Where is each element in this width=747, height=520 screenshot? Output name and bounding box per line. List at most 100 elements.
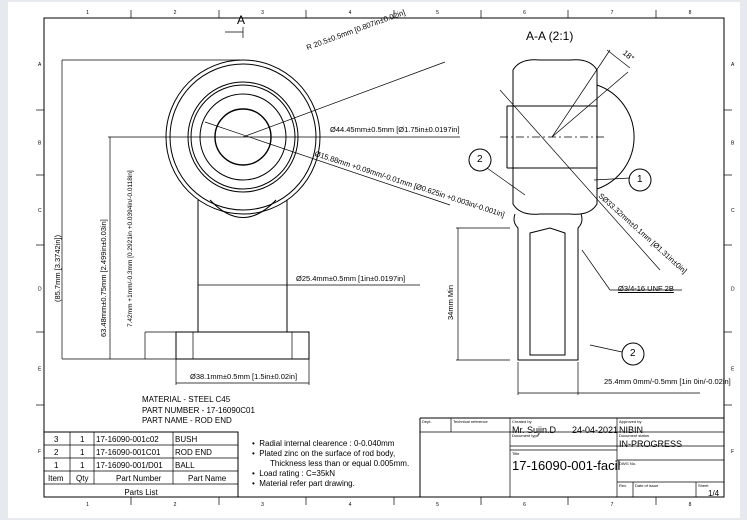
note-1: • Radial internal clearence : 0-0.040mm: [252, 439, 395, 448]
row-label: B: [731, 141, 735, 147]
part-number-cell: 17-16090-001c02: [96, 435, 159, 444]
part-number-cell: 17-16090-001C01: [96, 448, 161, 457]
date-of-issue-label: Date of issue: [635, 483, 659, 488]
dept-label: Dept.: [422, 419, 432, 424]
row-label: D: [38, 287, 42, 293]
rev-label: Rev.: [619, 483, 627, 488]
general-notes: • Radial internal clearence : 0-0.040mm …: [252, 439, 409, 489]
dim-outer-dia: Ø44.45mm±0.5mm [Ø1.75in±0.0197in]: [330, 125, 460, 134]
note-2: • Plated zinc on the surface of rod body…: [252, 449, 396, 458]
part-number-line: PART NUMBER - 17-16090C01: [142, 405, 255, 415]
sheet-number: 1/4: [708, 489, 720, 498]
balloon-2a: [468, 148, 492, 172]
balloon-1: [628, 168, 652, 192]
column-label: 3: [261, 502, 264, 508]
drawing-title: 17-16090-001-facil: [512, 458, 621, 473]
doc-status: IN-PROGRESS: [619, 439, 683, 449]
row-label: B: [38, 141, 42, 147]
column-label: 3: [261, 10, 264, 16]
sheet-label: Sheet: [698, 483, 709, 488]
tech-ref-label: Technical reference: [453, 419, 488, 424]
column-label: 5: [436, 502, 439, 508]
column-label: 4: [349, 502, 352, 508]
item-cell: 2: [54, 448, 59, 457]
item-cell: 1: [54, 461, 59, 470]
column-label: 8: [689, 502, 692, 508]
dim-width: 25.4mm 0mm/-0.5mm [1in 0in/-0.02in]: [604, 377, 731, 386]
column-label: 5: [436, 10, 439, 16]
column-label: 8: [689, 10, 692, 16]
part-name-cell: ROD END: [175, 448, 212, 457]
parts-list-title: Parts List: [124, 488, 158, 497]
dia-leader-15: [204, 121, 451, 206]
dwg-no-label: DWG No.: [619, 461, 637, 466]
row-label: A: [38, 62, 42, 68]
row-label: A: [731, 62, 735, 68]
dim-center-height: 63.48mm±0.75mm [2.499in±0.03in]: [99, 219, 108, 337]
section-marker: A: [237, 13, 246, 27]
qty-cell: 1: [80, 448, 85, 457]
doc-type-label: Document type: [512, 433, 539, 438]
title-label: Title: [512, 451, 520, 456]
material-line: MATERIAL - STEEL C45: [142, 395, 231, 404]
approved-by-label: Approved by: [619, 419, 642, 424]
section-shank: [513, 213, 583, 361]
row-label: E: [38, 367, 42, 373]
created-by-label: Created by: [512, 419, 532, 424]
column-label: 6: [523, 10, 526, 16]
neck-fillet: [209, 199, 277, 218]
column-label: 6: [523, 502, 526, 508]
balloon-2b-label: 2: [630, 348, 636, 359]
row-label: C: [38, 208, 42, 214]
front-view: [61, 27, 460, 385]
balloon-2b: [621, 342, 645, 366]
row-label: E: [731, 367, 735, 373]
inner-frame: [43, 17, 725, 498]
section-view: [456, 49, 700, 395]
created-by: Mr. Sujin.D: [512, 425, 557, 435]
dim-thread-depth: 34mm Min: [446, 284, 455, 320]
qty-cell: 1: [80, 435, 85, 444]
row-label: C: [731, 208, 735, 214]
column-label: 1: [86, 502, 89, 508]
thread-callout: Ø3/4-16 UNF 2B: [618, 284, 674, 293]
radius-leader: [242, 61, 446, 138]
column-label: 2: [174, 502, 177, 508]
note-3: • Load rating : C=35kN: [252, 469, 336, 478]
parts-list-grid: [43, 431, 239, 498]
part-number-cell: 17-16090-001/D01: [96, 461, 163, 470]
note-2b: Thickness less than or equal 0.005mm.: [270, 459, 410, 468]
sphere-dia-leader: [499, 89, 661, 271]
balloon-1-label: 1: [637, 174, 643, 185]
dim-flange-height: 7.42mm +1mm/-0.3mm [0.2921in +0.0394in/-…: [127, 170, 134, 327]
base-flange: [175, 331, 310, 360]
column-label: 1: [86, 10, 89, 16]
material-note: MATERIAL - STEEL C45 PART NUMBER - 17-16…: [142, 395, 255, 427]
section-title: A-A (2:1): [526, 29, 574, 43]
shank: [197, 200, 288, 332]
dim-shank-dia: Ø25.4mm±0.5mm [1in±0.0197in]: [296, 274, 406, 283]
row-label: F: [38, 449, 41, 455]
item-cell: 3: [54, 435, 59, 444]
note-4: • Material refer part drawing.: [252, 479, 355, 488]
column-label: 7: [611, 10, 614, 16]
column-label: 2: [174, 10, 177, 16]
balloon-2a-label: 2: [477, 154, 483, 165]
thread-bore: [529, 227, 566, 356]
row-label: D: [731, 287, 735, 293]
column-label: 7: [611, 502, 614, 508]
qty-cell: 1: [80, 461, 85, 470]
part-name-cell: BUSH: [175, 435, 198, 444]
doc-status-label: Document status: [619, 433, 650, 438]
part-name-line: PART NAME - ROD END: [142, 416, 232, 425]
dim-overall-height: (85.7mm [3.3742in]): [53, 234, 62, 302]
approved-by: NIBIN: [619, 425, 644, 435]
title-block-grid: [419, 417, 724, 497]
row-label: F: [731, 449, 734, 455]
created-date: 24-04-2021: [572, 425, 619, 435]
column-label: 4: [349, 10, 352, 16]
dim-base-dia: Ø38.1mm±0.5mm [1.5in±0.02in]: [190, 372, 298, 381]
